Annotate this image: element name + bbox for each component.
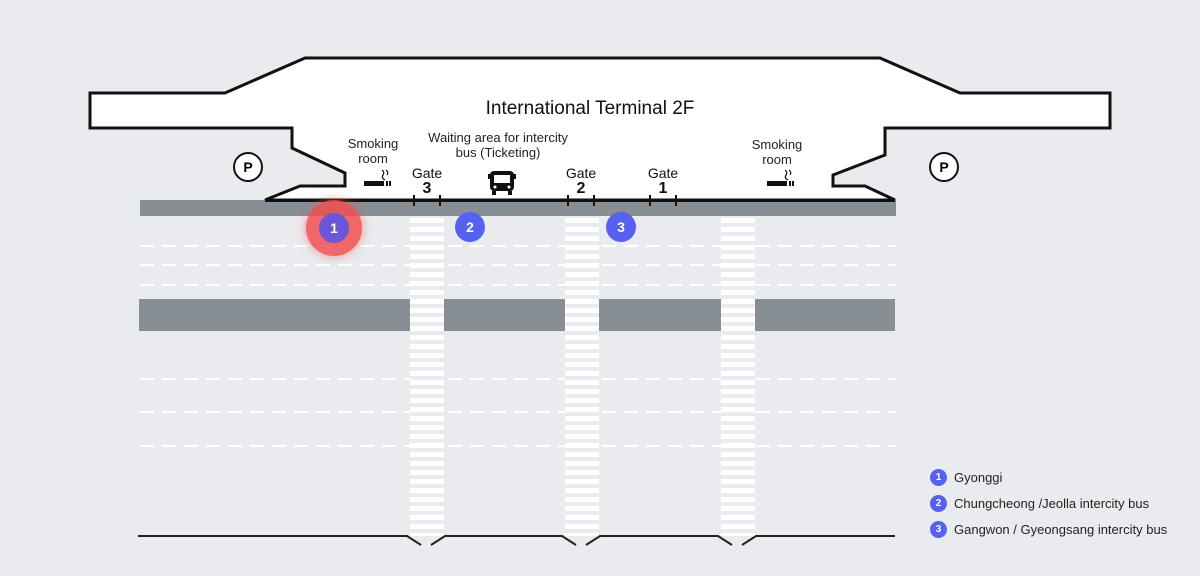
legend-item: 1 Gyonggi [930,464,1167,490]
legend-marker: 2 [930,494,947,512]
legend: 1 Gyonggi 2 Chungcheong /Jeolla intercity … [930,464,1167,542]
terminal-building [88,56,1112,202]
legend-label: Gyonggi [954,469,1003,485]
gate-number: 3 [422,180,432,197]
bus-icon [488,171,516,195]
bus-stop-marker-2[interactable]: 2 [455,212,485,242]
legend-item: 2 Chungcheong /Jeolla intercity bus [930,490,1167,516]
legend-marker: 1 [930,468,947,486]
lane-dashes [140,245,895,447]
crosswalks [410,218,755,536]
legend-label: Chungcheong /Jeolla intercity bus [954,495,1150,511]
legend-item: 3 Gangwon / Gyeongsang intercity bus [930,516,1167,542]
legend-label: Gangwon / Gyeongsang intercity bus [954,521,1168,537]
road-edge [138,535,422,546]
smoking-room-label: Smoking room [751,137,803,167]
gate-label: Gate [411,165,443,181]
road-median-top [140,200,896,216]
bus-stop-marker-1[interactable]: 1 [319,213,349,243]
gate-label: Gate [647,165,679,181]
parking-icon: P [929,152,959,182]
parking-icon: P [233,152,263,182]
smoking-icon [364,169,391,186]
road-median-middle [139,299,895,331]
terminal-title: International Terminal 2F [485,98,695,119]
bus-stop-marker-3[interactable]: 3 [606,212,636,242]
waiting-area-label: Waiting area for intercity bus (Ticketin… [428,130,568,160]
legend-marker: 3 [930,520,947,538]
smoking-icon [767,169,794,186]
gate-number: 2 [576,180,586,197]
smoking-room-label: Smoking room [347,136,399,166]
gate-ticks [413,195,677,206]
gate-number: 1 [658,180,668,197]
gate-label: Gate [565,165,597,181]
